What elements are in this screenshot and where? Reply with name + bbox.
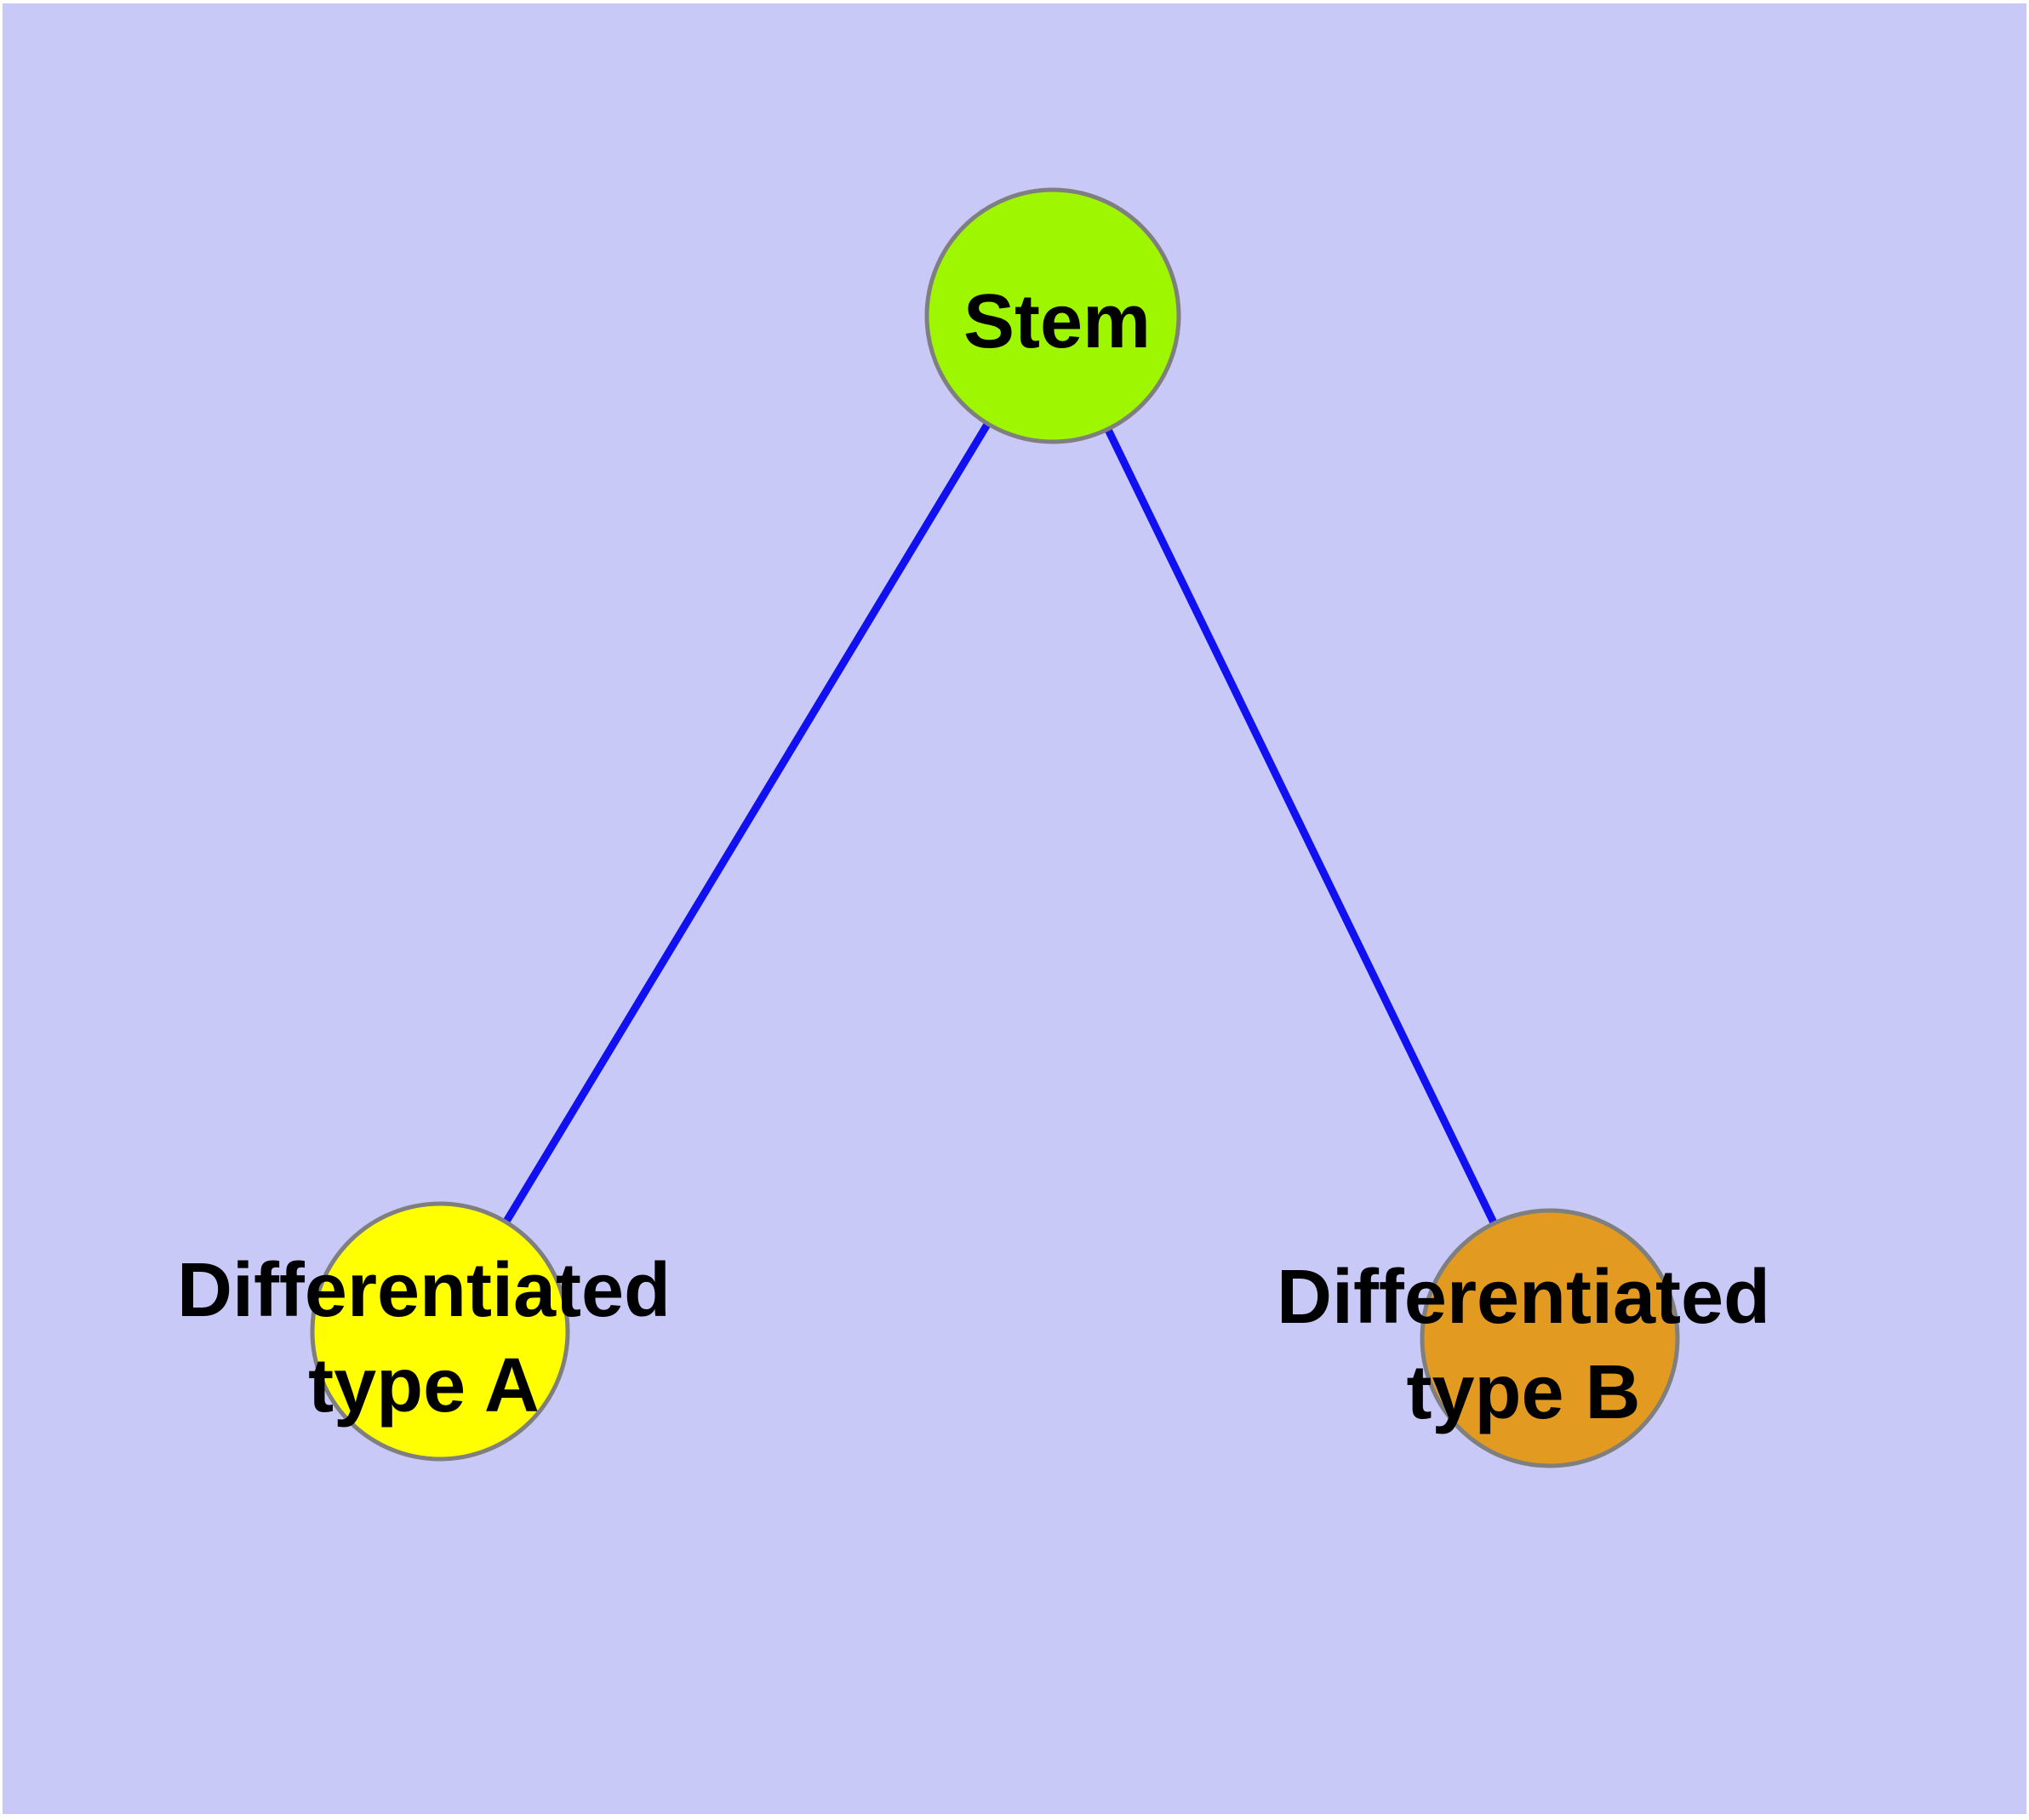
node-type-b-label-line1: Differentiated [1277, 1255, 1770, 1340]
node-differentiated-type-a [310, 1201, 570, 1462]
node-type-b-label-line2: type B [1406, 1350, 1640, 1435]
node-stem-label: Stem [963, 279, 1151, 364]
node-type-a-label-line1: Differentiated [177, 1248, 671, 1333]
edge-stem-to-type-a [437, 313, 1056, 1334]
node-stem [924, 187, 1181, 444]
node-type-a-label-line2: type A [308, 1343, 540, 1428]
edge-stem-to-type-b [1049, 314, 1554, 1340]
node-differentiated-type-b [1420, 1208, 1680, 1468]
